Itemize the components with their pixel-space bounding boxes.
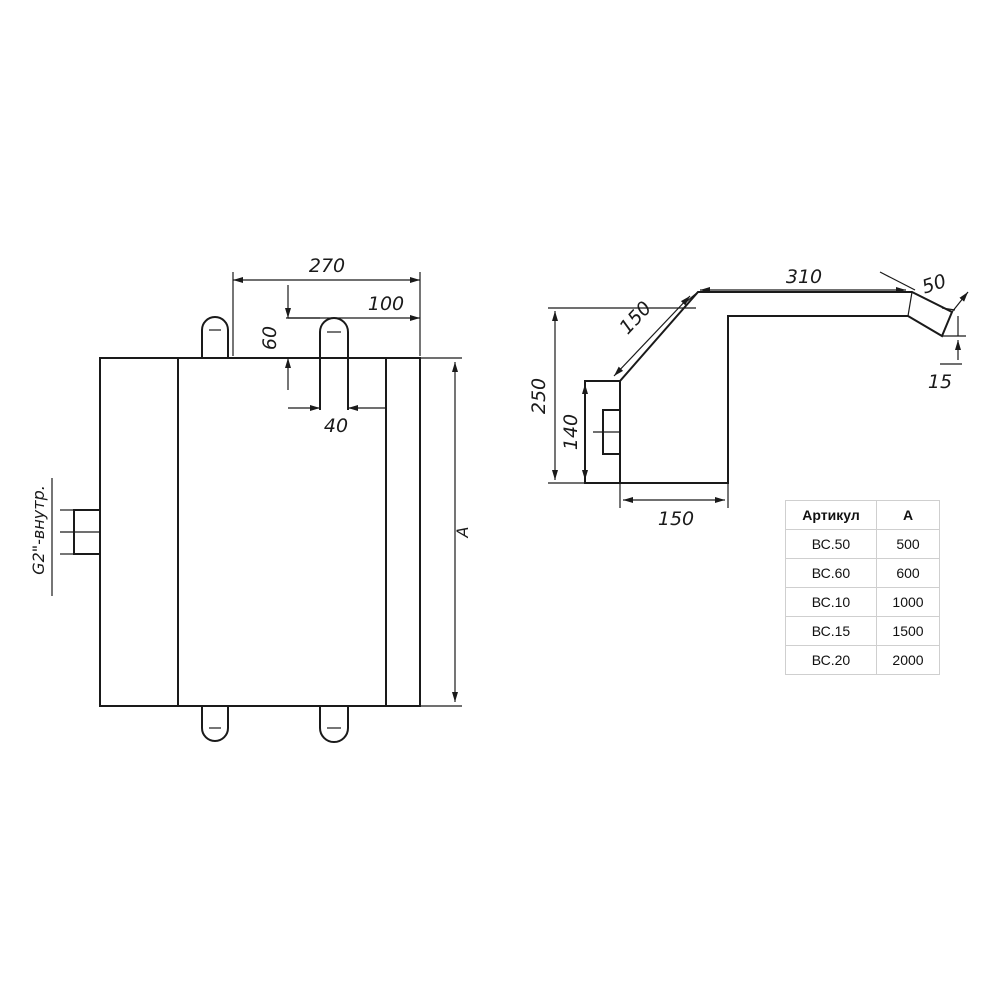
threaded-nozzle — [60, 509, 101, 555]
cell-a: 1000 — [876, 587, 940, 617]
dim-label-a: A — [453, 527, 472, 539]
cell-article: ВС.20 — [785, 645, 877, 675]
dim-label-150-slope: 150 — [615, 297, 656, 339]
table-row: ВС.20 2000 — [785, 645, 940, 675]
dim-label-270: 270 — [309, 255, 345, 277]
column-header-a: A — [876, 500, 940, 530]
table-header-row: Артикул A — [785, 500, 940, 530]
thread-label: G2"-внутр. — [29, 485, 48, 575]
table-row: ВС.15 1500 — [785, 616, 940, 646]
dim-label-40: 40 — [324, 415, 348, 437]
top-lug-left — [201, 316, 229, 358]
bottom-lug-left — [201, 706, 229, 742]
table-row: ВС.50 500 — [785, 529, 940, 559]
dim-label-250: 250 — [528, 378, 550, 414]
column-header-article: Артикул — [785, 500, 877, 530]
table-row: ВС.60 600 — [785, 558, 940, 588]
dim-label-150-depth: 150 — [658, 508, 694, 530]
cell-article: ВС.50 — [785, 529, 877, 559]
cell-a: 600 — [876, 558, 940, 588]
side-view: 310 50 15 150 250 140 150 — [528, 266, 969, 530]
dim-label-100: 100 — [368, 293, 404, 315]
cell-a: 1500 — [876, 616, 940, 646]
article-table: Артикул A ВС.50 500 ВС.60 600 ВС.10 1000… — [785, 500, 940, 675]
dim-label-60: 60 — [259, 326, 281, 350]
cell-article: ВС.60 — [785, 558, 877, 588]
dim-label-15: 15 — [928, 371, 952, 393]
top-lug-right — [319, 317, 349, 410]
tank-body — [99, 357, 421, 707]
dim-line-150-slope — [613, 295, 691, 377]
cell-a: 2000 — [876, 645, 940, 675]
front-view: 270 100 60 40 A G2"-внутр. — [29, 255, 472, 743]
table-row: ВС.10 1000 — [785, 587, 940, 617]
cell-article: ВС.10 — [785, 587, 877, 617]
cell-a: 500 — [876, 529, 940, 559]
dim-label-50: 50 — [919, 270, 949, 298]
dim-label-140: 140 — [560, 414, 582, 450]
dim-label-310: 310 — [786, 266, 822, 288]
cell-article: ВС.15 — [785, 616, 877, 646]
bottom-lug-right — [319, 706, 349, 743]
